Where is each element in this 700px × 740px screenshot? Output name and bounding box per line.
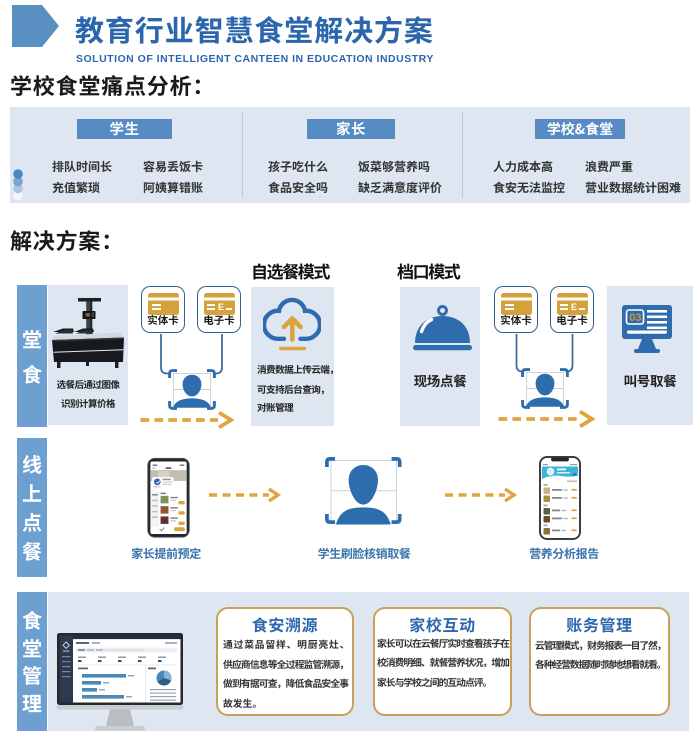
svg-text:03: 03	[629, 312, 641, 324]
svg-text:E: E	[218, 302, 224, 312]
svg-text:E: E	[571, 302, 577, 312]
